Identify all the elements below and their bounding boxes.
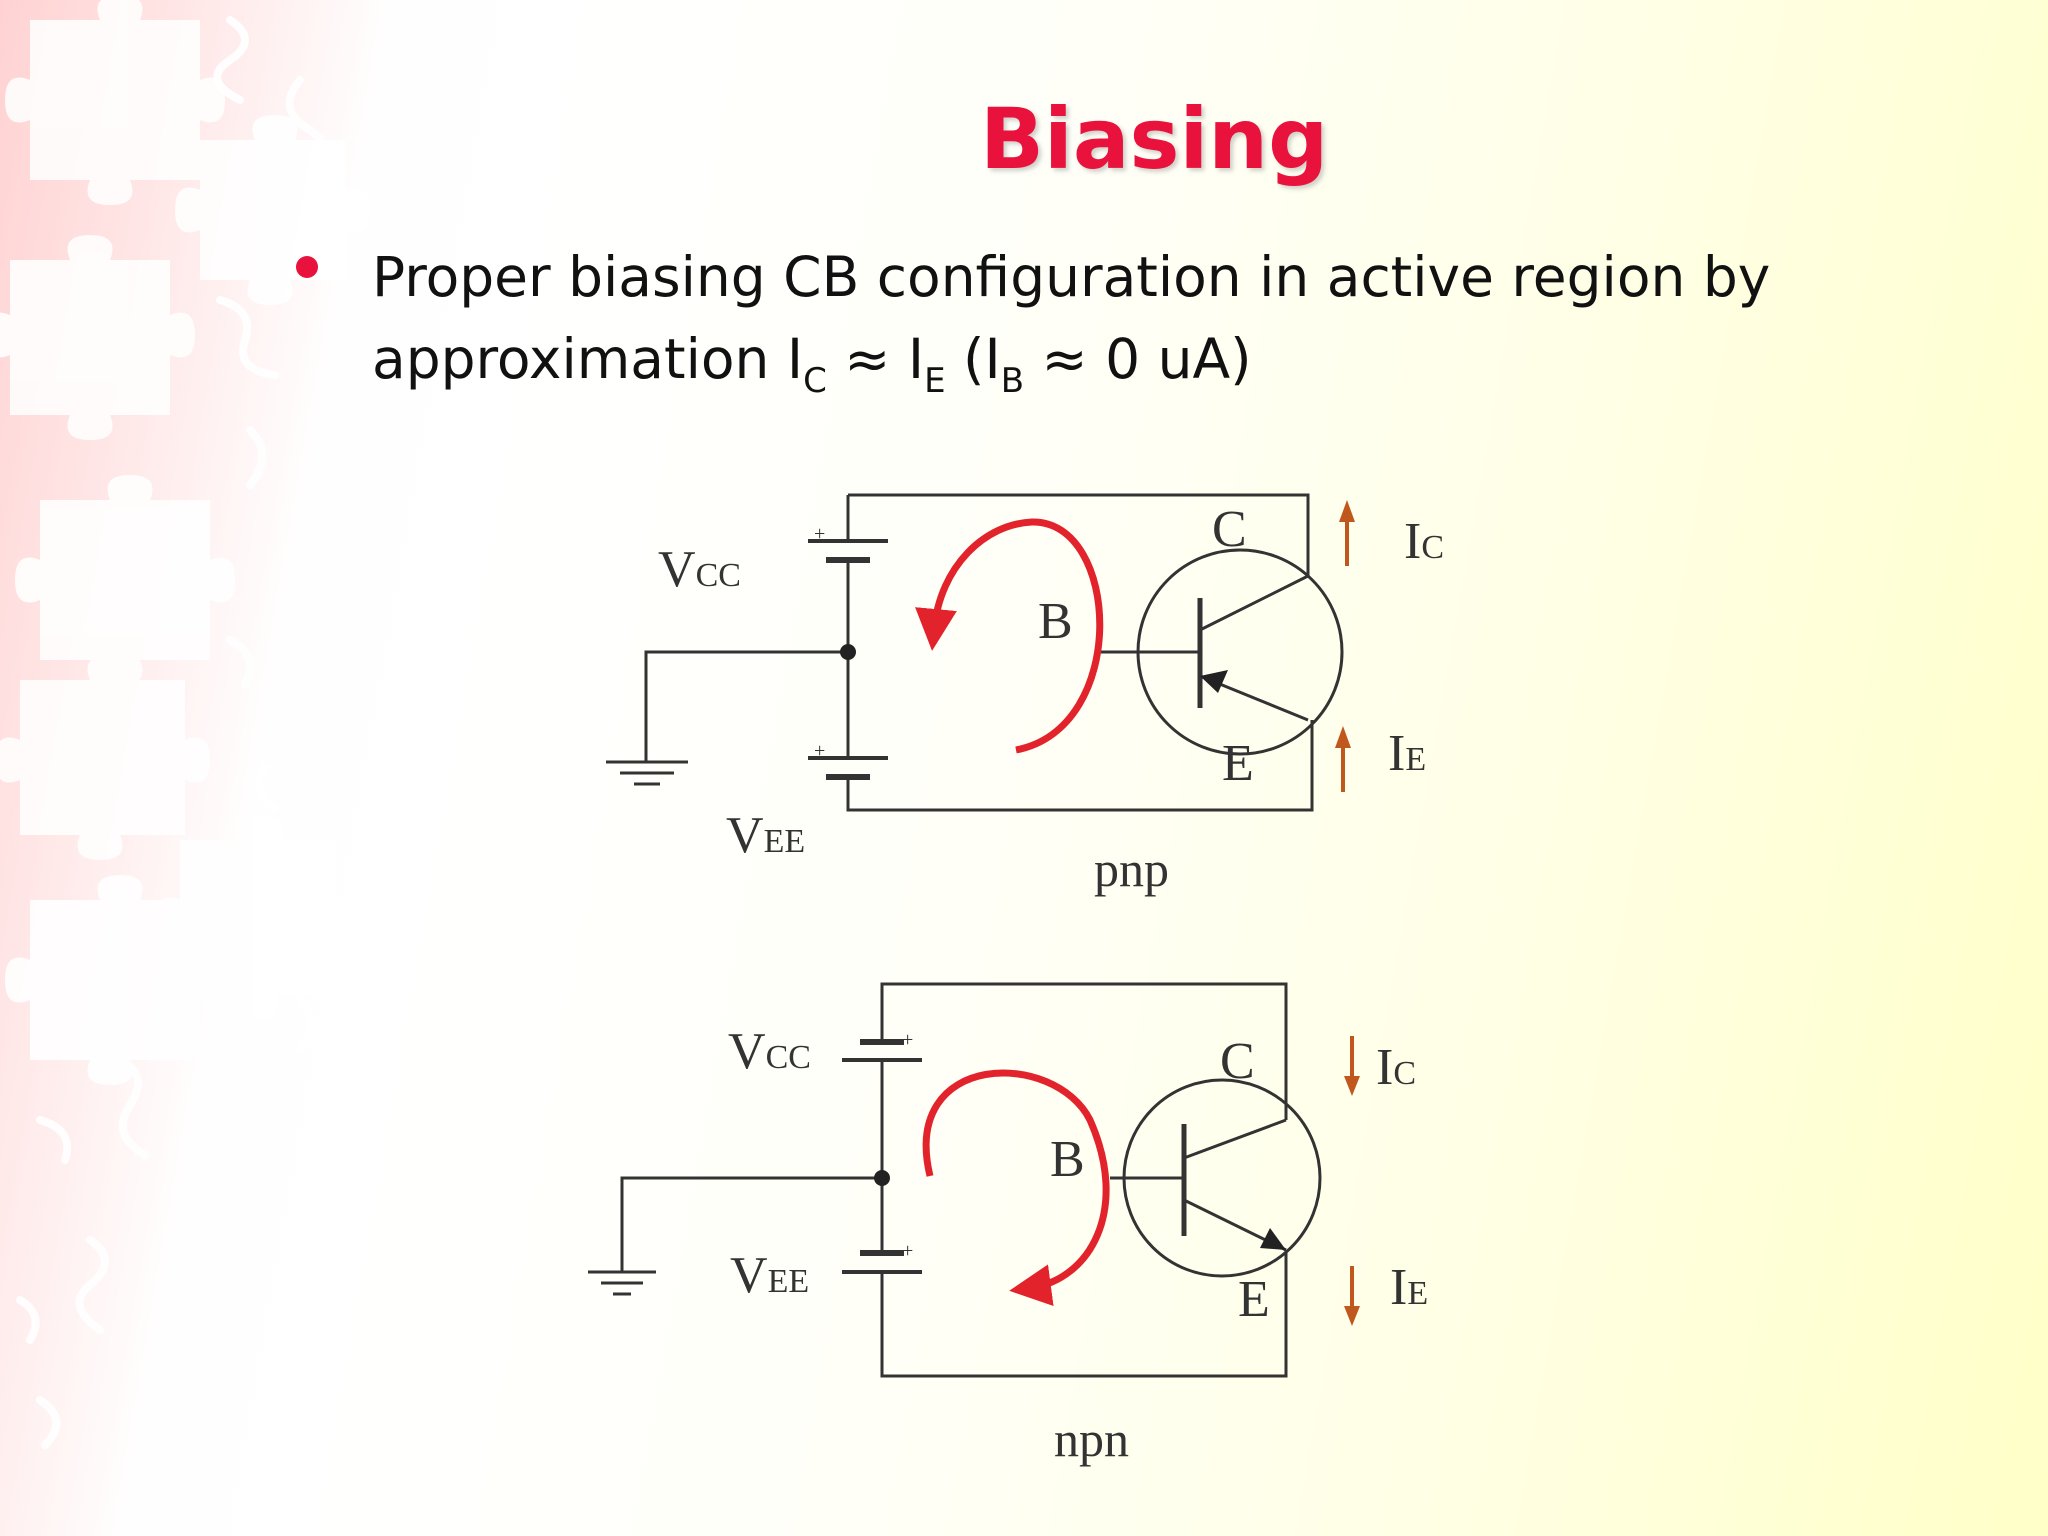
npn-collector-leg: [1183, 1118, 1287, 1160]
puzzle-background: [0, 0, 409, 1499]
pnp-vcc-label: VCC: [658, 541, 741, 598]
svg-text:+: +: [814, 740, 825, 762]
npn-ic-arrow: [1344, 1036, 1360, 1096]
slide-title: Biasing: [980, 90, 1329, 188]
pnp-circuit: + +: [606, 493, 1344, 812]
npn-circuit: + +: [588, 982, 1322, 1378]
paren-open: (I: [945, 327, 1001, 391]
pnp-emitter-label: E: [1222, 735, 1254, 792]
pnp-loop-arrow: [915, 518, 1104, 754]
npn-vee-label: VEE: [730, 1247, 809, 1304]
npn-base-label: B: [1050, 1131, 1085, 1188]
ib-subscript: B: [1000, 361, 1025, 401]
npn-junction: [874, 1170, 890, 1186]
ie-subscript: E: [924, 361, 946, 401]
svg-text:+: +: [902, 1240, 913, 1262]
pnp-junction: [840, 644, 856, 660]
npn-ie-label: IE: [1390, 1259, 1428, 1316]
bullet-text: Proper biasing CB configuration in activ…: [372, 236, 1852, 400]
bullet-dot: [296, 256, 318, 278]
npn-ie-arrow: [1344, 1266, 1360, 1326]
line2-prefix: approximation I: [372, 327, 804, 391]
npn-transistor-circle: [1122, 1078, 1322, 1278]
npn-outer-wire: [880, 982, 1288, 1378]
pnp-outer-wire: [846, 493, 1314, 812]
npn-vcc-label: VCC: [728, 1023, 811, 1080]
ic-subscript: C: [803, 361, 827, 401]
approx-1: ≈ I: [826, 327, 925, 391]
pnp-collector-label: C: [1212, 501, 1247, 558]
pnp-base-label: B: [1038, 593, 1073, 650]
npn-ground-wire: [620, 1176, 882, 1272]
svg-text:+: +: [814, 523, 825, 545]
pnp-emitter-arrow: [1200, 670, 1228, 693]
pnp-ie-label: IE: [1388, 725, 1426, 782]
pnp-collector-leg: [1199, 574, 1309, 632]
svg-text:+: +: [902, 1029, 913, 1051]
npn-ic-label: IC: [1376, 1039, 1416, 1096]
npn-emitter-label: E: [1238, 1271, 1270, 1328]
pnp-vee-label: VEE: [726, 807, 805, 864]
bullet-line-2: approximation IC ≈ IE (IB ≈ 0 uA): [372, 318, 1852, 400]
pnp-ic-label: IC: [1404, 513, 1444, 570]
pnp-caption: pnp: [1094, 841, 1169, 897]
pnp-ie-arrow: [1335, 726, 1351, 792]
pnp-ground-wire: [644, 650, 848, 762]
npn-caption: npn: [1054, 1411, 1129, 1467]
npn-loop-arrow: [922, 1069, 1110, 1307]
line2-suffix: ≈ 0 uA): [1024, 327, 1252, 391]
npn-collector-label: C: [1220, 1033, 1255, 1090]
pnp-ic-arrow: [1339, 500, 1355, 566]
npn-emitter-arrow: [1260, 1228, 1286, 1250]
pnp-transistor-circle: [1136, 548, 1344, 756]
bullet-line-1: Proper biasing CB configuration in activ…: [372, 245, 1771, 309]
